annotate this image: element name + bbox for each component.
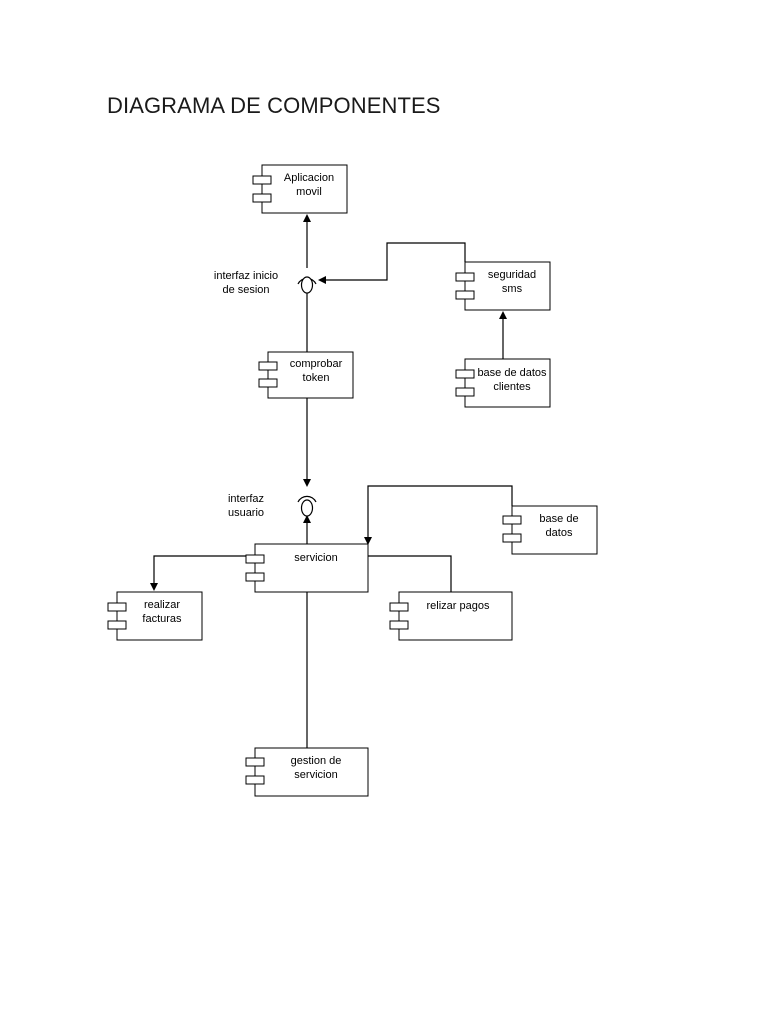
connectors (150, 214, 513, 748)
component-aplicacion-movil: Aplicacion movil (252, 164, 348, 214)
arrowhead-app (303, 214, 311, 222)
component-comprobar-token: comprobar token (258, 351, 354, 399)
component-base-de-datos: base de datos (502, 505, 598, 555)
component-tab (455, 290, 475, 300)
component-label: gestion de (291, 755, 342, 767)
component-tab (258, 378, 278, 388)
component-label: datos (546, 527, 573, 539)
arrowhead-user-interface (303, 479, 311, 487)
component-label: facturas (142, 613, 182, 625)
interface-user-label-1: interfaz (228, 493, 264, 505)
arrowhead-facturas (150, 583, 158, 591)
component-tab (245, 554, 265, 564)
page-title: DIAGRAMA DE COMPONENTES (107, 93, 441, 118)
component-label: servicion (294, 769, 337, 781)
component-tab (245, 775, 265, 785)
component-label: base de datos (477, 367, 547, 379)
component-label: comprobar (290, 358, 343, 370)
component-label: sms (502, 283, 523, 295)
edge-sms-to-login-interface (326, 242, 466, 281)
component-tab (389, 602, 409, 612)
component-tab (107, 620, 127, 630)
component-tab (455, 272, 475, 282)
socket-user (297, 495, 317, 503)
arrowhead-clients-db (499, 311, 507, 319)
component-label: relizar pagos (427, 600, 490, 612)
component-tab (245, 757, 265, 767)
edge-db-to-servicion (367, 485, 513, 538)
interface-login-label-2: de sesion (222, 284, 269, 296)
component-tab (245, 572, 265, 582)
component-label: realizar (144, 599, 180, 611)
component-seguridad-sms: seguridad sms (455, 261, 551, 311)
ball-login (300, 276, 314, 294)
component-tab (107, 602, 127, 612)
component-label: seguridad (488, 269, 536, 281)
component-tab (252, 193, 272, 203)
component-tab (502, 533, 522, 543)
interface-login-label-1: interfaz inicio (214, 270, 278, 282)
component-tab (455, 369, 475, 379)
interface-login: interfaz inicio de sesion (214, 270, 317, 296)
component-label: Aplicacion (284, 172, 334, 184)
component-relizar-pagos: relizar pagos (389, 591, 513, 641)
component-servicion: servicion (245, 543, 369, 593)
component-label: clientes (493, 381, 531, 393)
component-label: movil (296, 186, 322, 198)
component-tab (252, 175, 272, 185)
arrowhead-sms (318, 276, 326, 284)
component-gestion-servicion: gestion de servicion (245, 747, 369, 797)
component-tab (455, 387, 475, 397)
interface-user: interfaz usuario (228, 493, 317, 519)
edge-servicion-to-facturas (153, 555, 255, 584)
arrowhead-db (364, 537, 372, 545)
arrowhead-servicion-up (303, 515, 311, 523)
component-label: base de (539, 513, 578, 525)
component-realizar-facturas: realizar facturas (107, 591, 203, 641)
edge-servicion-to-pagos (368, 555, 452, 592)
interface-user-label-2: usuario (228, 507, 264, 519)
component-tab (258, 361, 278, 371)
component-tab (389, 620, 409, 630)
component-label: servicion (294, 552, 337, 564)
component-base-datos-clientes: base de datos clientes (455, 358, 551, 408)
component-label: token (303, 372, 330, 384)
component-tab (502, 515, 522, 525)
ball-user (300, 499, 314, 517)
